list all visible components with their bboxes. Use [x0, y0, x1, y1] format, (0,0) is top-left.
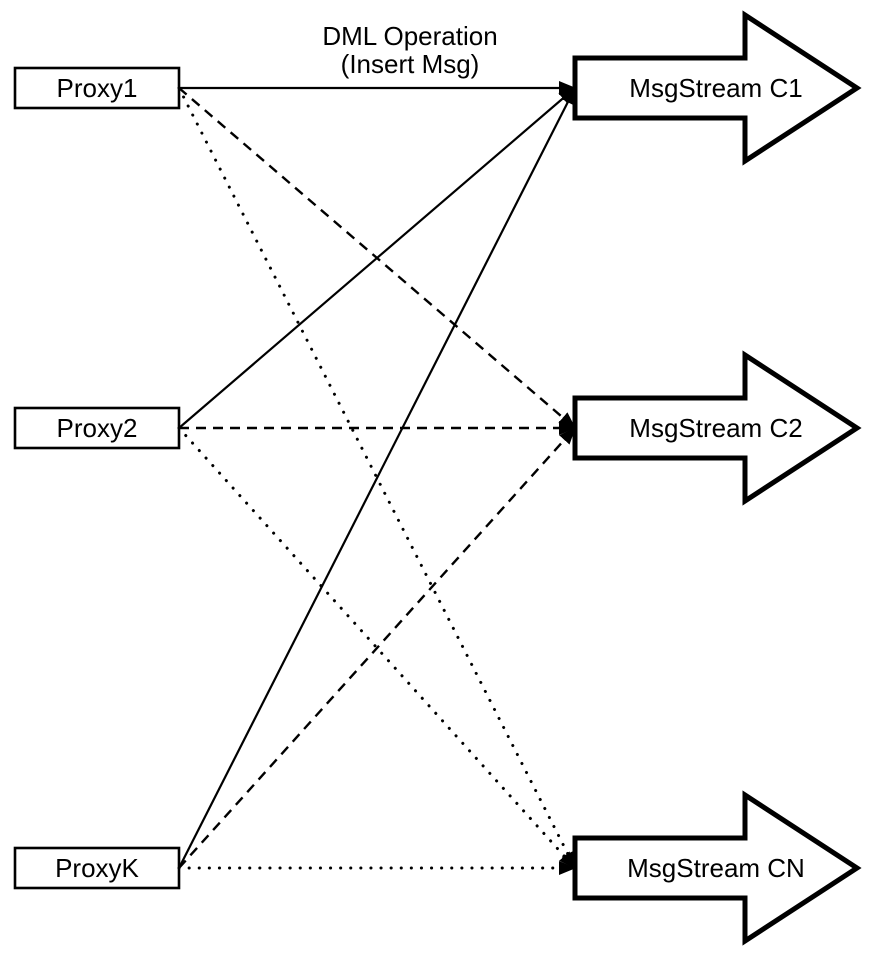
msgstream-c1-arrow-shape — [572, 10, 862, 166]
proxy2-node: Proxy2 — [13, 406, 181, 450]
msgstream-c2-node: MsgStream C2 — [572, 350, 862, 506]
proxy1-label: Proxy1 — [57, 73, 138, 103]
caption-line2: (Insert Msg) — [341, 49, 480, 79]
msgstream-c1-node: MsgStream C1 — [572, 10, 862, 166]
edges-layer — [177, 81, 577, 875]
msgstream-c1-label: MsgStream C1 — [629, 73, 802, 103]
msgstream-cn-label: MsgStream CN — [627, 853, 805, 883]
proxy2-label: Proxy2 — [57, 413, 138, 443]
proxyk-label: ProxyK — [55, 853, 139, 883]
proxy1-node: Proxy1 — [13, 66, 181, 110]
msgstream-c2-arrow-shape — [572, 350, 862, 506]
msgstream-cn-arrow-shape — [572, 790, 862, 946]
msgstream-c2-label: MsgStream C2 — [629, 413, 802, 443]
edge-proxyk-c1 — [178, 87, 576, 869]
edge-proxy1-c2 — [178, 87, 576, 429]
edge-proxyk-c2 — [178, 427, 576, 869]
caption: DML Operation (Insert Msg) — [322, 21, 497, 79]
proxy1-box — [13, 66, 181, 110]
proxyk-box — [13, 846, 181, 890]
caption-line1: DML Operation — [322, 21, 497, 51]
proxy2-box — [13, 406, 181, 450]
msgstream-cn-node: MsgStream CN — [572, 790, 862, 946]
proxyk-node: ProxyK — [13, 846, 181, 890]
